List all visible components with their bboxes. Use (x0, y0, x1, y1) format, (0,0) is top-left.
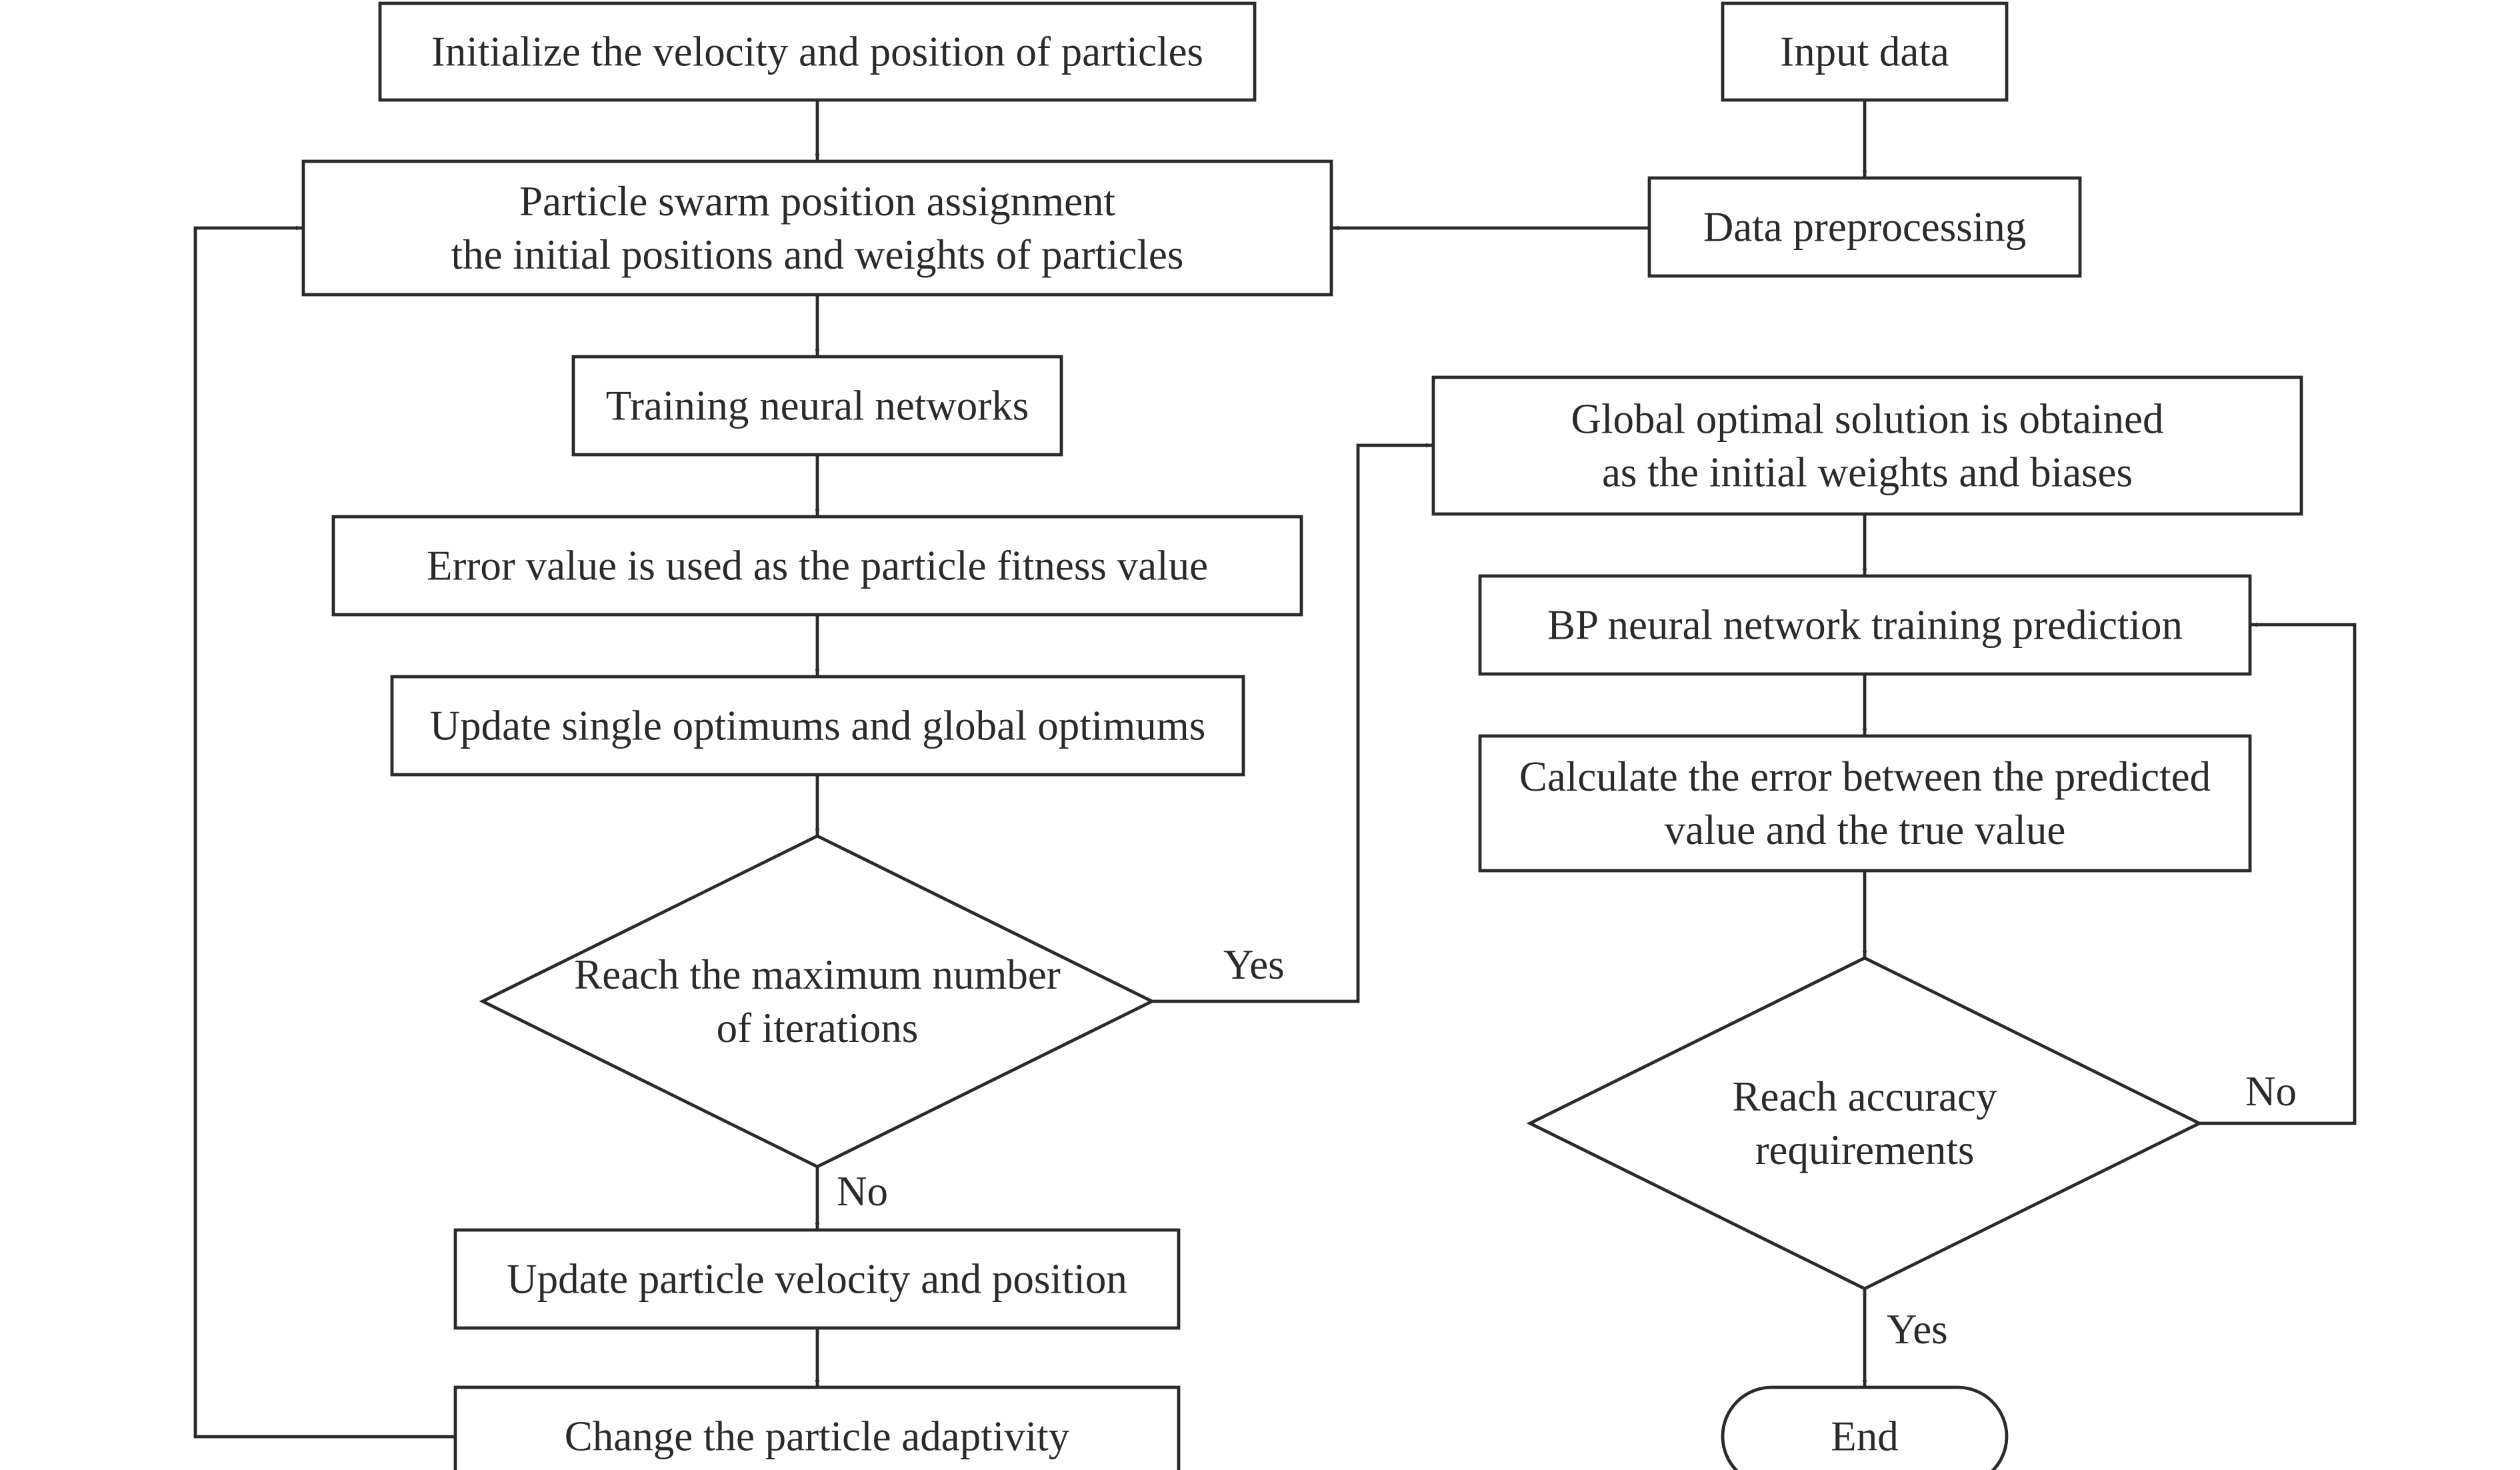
bp-training-box-label: BP neural network training prediction (1547, 602, 2183, 649)
calculate-error-box-shape (1478, 734, 2252, 873)
calculate-error-box-label: Calculate the error between the predicte… (1519, 753, 2211, 800)
update-optimums-box-label: Update single optimums and global optimu… (430, 703, 1206, 749)
decision-yes-arrow (1152, 443, 1433, 1003)
max-iterations-decision-label: Reach the maximum number (574, 951, 1061, 998)
global-optimum-box-label: Global optimal solution is obtained (1571, 396, 2164, 443)
position-assignment-box-label: the initial positions and weights of par… (451, 231, 1184, 278)
update-optimums-box-shape (390, 675, 1245, 777)
accuracy-yes-label: Yes (1887, 1306, 1948, 1353)
accuracy-no-label: No (2245, 1068, 2297, 1115)
max-iterations-no-label: No (837, 1168, 888, 1215)
global-optimum-box-shape (1431, 375, 2303, 516)
initialize-box-shape (378, 1, 1257, 102)
accuracy-no-loop-arrow (2199, 622, 2357, 1125)
training-box-shape (571, 355, 1063, 457)
bp-training-box-shape (1478, 574, 2252, 676)
accuracy-decision-label: Reach accuracy (1733, 1073, 1997, 1120)
adapt-loop-arrow (193, 225, 455, 1439)
accuracy-decision-shape (1526, 956, 2203, 1291)
update-optimums-box: Update single optimums and global optimu… (390, 675, 1245, 777)
bp-training-box: BP neural network training prediction (1478, 574, 2252, 676)
preprocessing-box-label: Data preprocessing (1703, 204, 2027, 251)
initialize-box-label: Initialize the velocity and position of … (431, 29, 1203, 75)
input-data-box-shape (1721, 1, 2009, 102)
training-box: Training neural networks (571, 355, 1063, 457)
max-iterations-decision: Reach the maximum number of iterations (479, 834, 1156, 1169)
position-assignment-box-label: Particle swarm position assignment (519, 178, 1116, 225)
preprocessing-box: Data preprocessing (1647, 176, 2082, 278)
update-velocity-box-shape (453, 1228, 1181, 1330)
preprocessing-box-shape (1647, 176, 2082, 278)
end-terminal-shape (1721, 1385, 2009, 1470)
max-iterations-yes-label: Yes (1223, 941, 1285, 988)
adaptivity-box-shape (453, 1385, 1181, 1470)
edge-labels: Yes No No Yes (837, 941, 2297, 1353)
update-velocity-box-label: Update particle velocity and position (507, 1256, 1127, 1303)
adaptivity-box-label: Change the particle adaptivity (565, 1413, 1070, 1460)
connectors (193, 100, 2357, 1439)
end-terminal-label: End (1831, 1413, 1898, 1460)
max-iterations-decision-label: of iterations (717, 1005, 919, 1051)
max-iterations-decision-shape (479, 834, 1156, 1169)
adaptivity-box: Change the particle adaptivity (453, 1385, 1181, 1470)
global-optimum-box: Global optimal solution is obtained as th… (1431, 375, 2303, 516)
update-velocity-box: Update particle velocity and position (453, 1228, 1181, 1330)
calculate-error-box: Calculate the error between the predicte… (1478, 734, 2252, 873)
input-data-box: Input data (1721, 1, 2009, 102)
fitness-value-box-shape (331, 515, 1303, 617)
training-box-label: Training neural networks (606, 383, 1029, 429)
global-optimum-box-label: as the initial weights and biases (1602, 449, 2133, 496)
accuracy-decision-label: requirements (1755, 1127, 1975, 1173)
position-assignment-box: Particle swarm position assignment the in… (301, 159, 1333, 297)
input-data-box-label: Input data (1780, 29, 1949, 75)
initialize-box: Initialize the velocity and position of … (378, 1, 1257, 102)
nodes: Initialize the velocity and position of … (301, 1, 2303, 1470)
calculate-error-box-label: value and the true value (1665, 807, 2066, 853)
accuracy-decision: Reach accuracy requirements (1526, 956, 2203, 1291)
fitness-value-box: Error value is used as the particle fitn… (331, 515, 1303, 617)
end-terminal: End (1721, 1385, 2009, 1470)
fitness-value-box-label: Error value is used as the particle fitn… (427, 543, 1208, 589)
position-assignment-box-shape (301, 159, 1333, 297)
